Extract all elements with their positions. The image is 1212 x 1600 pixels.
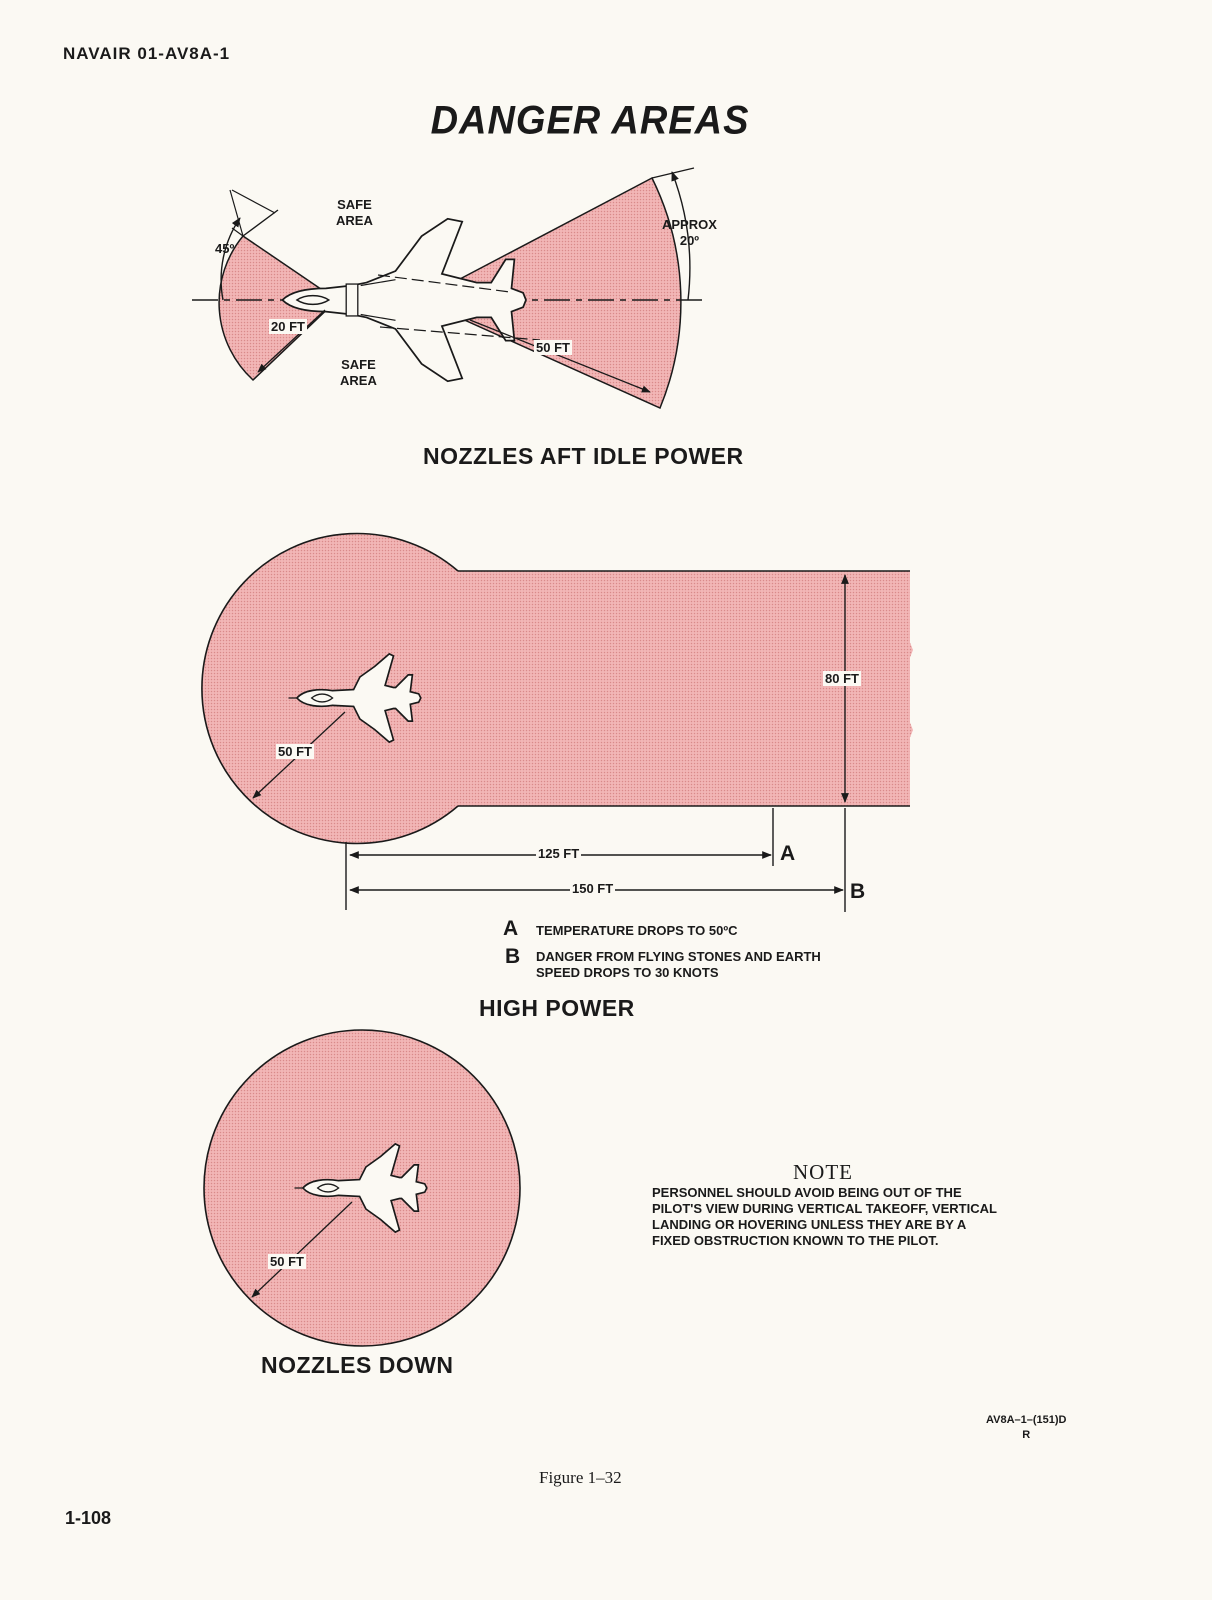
- down-radius-label: 50 FT: [268, 1254, 306, 1269]
- nozzles-down-heading: NOZZLES DOWN: [261, 1352, 454, 1378]
- legend-b-text: DANGER FROM FLYING STONES AND EARTH SPEE…: [536, 949, 821, 980]
- high-power-heading: HIGH POWER: [479, 995, 635, 1021]
- rear-angle-label: APPROX 20º: [662, 217, 717, 248]
- note-heading: NOTE: [793, 1160, 853, 1184]
- legend-a-key: A: [503, 917, 519, 940]
- idle-power-heading: NOZZLES AFT IDLE POWER: [423, 443, 744, 469]
- page-number: 1-108: [65, 1508, 112, 1528]
- rear-danger-sector: [418, 176, 682, 410]
- illustration-code: AV8A–1–(151)D R: [986, 1414, 1067, 1441]
- harrier-top-view: [281, 217, 527, 383]
- page-title: DANGER AREAS: [430, 98, 750, 144]
- front-angle-label: 45º: [215, 241, 235, 256]
- rear-angle-arc: [671, 171, 691, 301]
- safe-area-top-label: SAFE AREA: [336, 197, 373, 228]
- legend-b-key: B: [505, 945, 521, 968]
- document-id: NAVAIR 01-AV8A-1: [63, 44, 231, 63]
- front-distance-label: 20 FT: [269, 319, 307, 334]
- down-radius-line: [251, 1201, 353, 1298]
- front-radius-line: [257, 309, 326, 373]
- rear-distance-label: 50 FT: [534, 340, 572, 355]
- rear-radius-line: [469, 319, 651, 393]
- legend-a-text: TEMPERATURE DROPS TO 50ºC: [536, 923, 738, 938]
- front-angle-arc: [220, 217, 241, 301]
- idle-power-diagram: [192, 167, 706, 410]
- front-danger-sector: [218, 234, 339, 382]
- figure-caption: Figure 1–32: [539, 1468, 622, 1487]
- dim-b-label: 150 FT: [570, 881, 616, 896]
- marker-b: B: [850, 880, 866, 903]
- safe-area-bottom-label: SAFE AREA: [340, 357, 377, 388]
- width-label: 80 FT: [823, 671, 861, 686]
- high-radius-label: 50 FT: [276, 744, 314, 759]
- marker-a: A: [780, 842, 796, 865]
- high-power-danger-zone: [201, 533, 910, 844]
- dim-a-label: 125 FT: [536, 846, 582, 861]
- nozzles-down-diagram: [203, 1029, 521, 1347]
- note-text: PERSONNEL SHOULD AVOID BEING OUT OF THE …: [652, 1185, 997, 1248]
